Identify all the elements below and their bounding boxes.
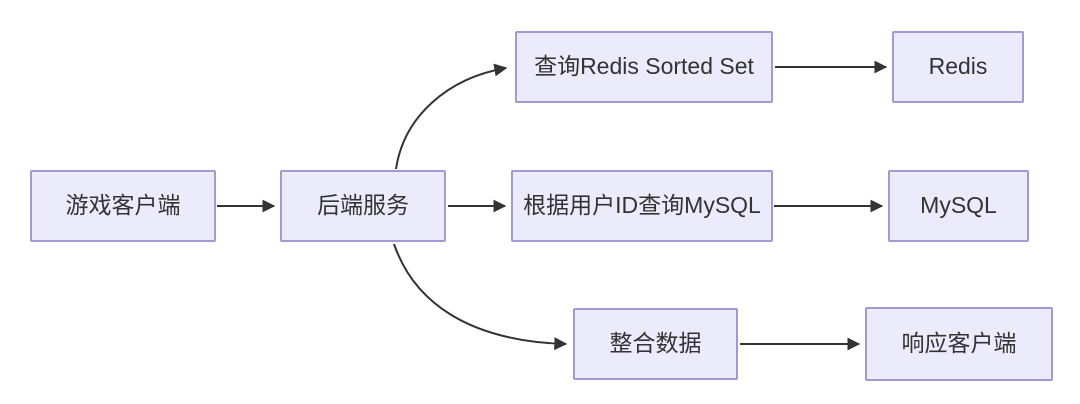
node-mysql-label: MySQL (920, 192, 997, 219)
node-game-client-label: 游戏客户端 (65, 192, 181, 219)
node-game-client: 游戏客户端 (30, 170, 216, 242)
node-query-redis-label: 查询Redis Sorted Set (534, 53, 754, 80)
node-redis-label: Redis (928, 53, 988, 80)
node-query-mysql: 根据用户ID查询MySQL (511, 170, 773, 242)
node-backend-service: 后端服务 (280, 170, 446, 242)
node-respond-client-label: 响应客户端 (901, 330, 1017, 357)
node-merge-data: 整合数据 (573, 308, 738, 380)
node-redis: Redis (892, 31, 1024, 103)
edge-backend-to-merge-data (393, 243, 568, 351)
edge-backend-to-query-redis (395, 63, 508, 170)
node-backend-service-label: 后端服务 (317, 192, 409, 219)
node-query-mysql-label: 根据用户ID查询MySQL (523, 192, 761, 219)
node-respond-client: 响应客户端 (865, 307, 1053, 381)
node-query-redis: 查询Redis Sorted Set (515, 31, 773, 103)
node-mysql: MySQL (888, 170, 1029, 242)
node-merge-data-label: 整合数据 (609, 330, 702, 357)
